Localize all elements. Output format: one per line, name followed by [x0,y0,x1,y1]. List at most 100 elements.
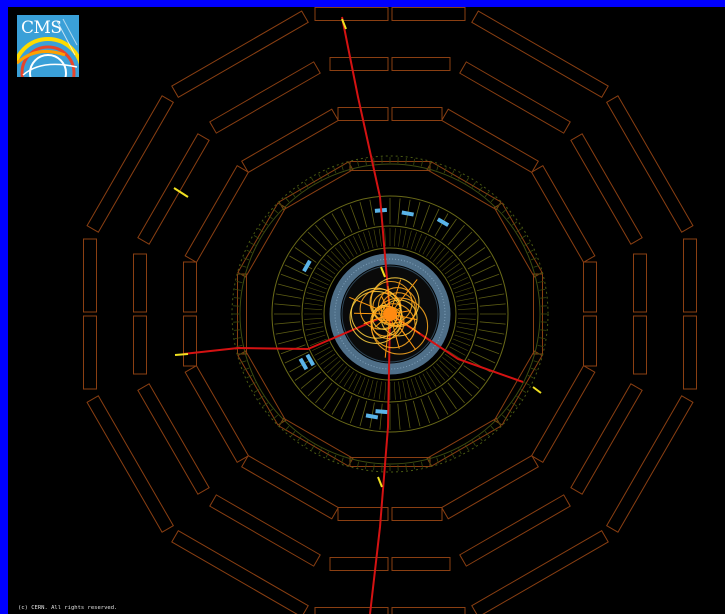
muon-chamber [530,165,596,263]
muon-chamber-segment [183,261,197,313]
coil-segment [443,454,447,461]
coil-segment [478,435,483,442]
ecal-segment [317,350,333,361]
coil-segment [511,221,518,226]
coil-segment [373,157,375,164]
ecal-segment [308,334,326,341]
coil-segment [533,265,540,268]
muon-chamber [171,529,309,614]
hcal-segment [434,391,449,415]
short-track [384,313,391,358]
muon-chamber-segment [459,494,571,567]
coil-segment [535,352,542,355]
hcal-segment [315,382,333,404]
ecal-segment [317,267,333,278]
hit-mark [377,476,383,488]
hcal-segment [369,199,375,226]
hcal-segment [307,231,327,251]
coil-segment [349,459,352,466]
muon-chamber-segment [441,454,539,520]
ecal-segment [327,254,341,268]
coil-segment [501,414,507,420]
hcal-segment [458,239,480,257]
ecal-segment [457,302,476,306]
coil-segment [443,167,447,174]
coil-segment [533,360,540,363]
ecal-segment [330,251,344,265]
muon-chamber-segment [391,107,443,121]
coil-segment [249,382,256,386]
ecal-segment [457,308,476,310]
hcal-ring [271,195,509,433]
muon-chamber-segment [314,607,389,614]
looping-track [371,297,429,355]
ecal-segment [304,322,323,326]
ecal-segment [363,378,370,396]
ecal-segment [384,228,386,247]
hcal-segment [476,283,503,292]
hcal-segment [478,329,505,335]
hit-mark [341,18,347,30]
hcal-segment [412,201,421,228]
coil-segment [490,425,496,431]
coil-segment [451,170,455,177]
muon-chamber-segment [391,507,443,521]
ecal-segment [402,380,407,399]
muon-chamber-segment [209,61,321,134]
ecal-segment [457,318,476,320]
ecal-segment [414,233,422,251]
hcal-segment [300,239,322,257]
muon-chamber [633,253,647,375]
muon-chamber [329,57,451,71]
muon-track [369,313,391,614]
ecal-segment [314,346,331,356]
coil-segment [539,289,546,291]
muon-chamber-segment [570,383,643,495]
hcal-segment [427,395,440,420]
coil-segment [527,249,534,253]
ecal-segment [456,297,475,302]
coil-segment [284,425,290,431]
ecal-segment [304,302,323,306]
ecal-segment [439,360,453,374]
muon-chamber-segment [583,261,597,313]
muon-chamber-segment [530,165,596,263]
hcal-outer-ring [239,163,541,465]
ecal-segment [373,380,378,399]
coil-segment [357,160,359,167]
ecal-segment [436,363,450,377]
coil-segment [501,208,507,214]
hcal-segment [340,395,353,420]
coil-segment [267,408,273,414]
coil-segment [421,461,423,468]
muon-chamber [137,383,210,495]
muon-chamber [337,107,443,121]
energy-deposit [375,409,388,415]
ecal-segment [398,228,402,247]
muon-chamber-segment [570,133,643,245]
hcal-segment [349,204,360,230]
muon-chamber-segment [391,607,466,614]
event-display-frame: CMS (c) CERN. All rights reserved. [8,7,725,614]
hcal-segment [307,377,327,397]
hcal-segment [294,365,317,381]
coil-segment [507,408,513,414]
ecal-segment [398,381,402,400]
coil-segment [458,173,462,180]
coil-segment [413,158,415,165]
coil-segment [325,170,329,177]
muon-chamber [86,395,175,533]
coil-segment [428,459,431,466]
interaction-vertex [383,307,397,321]
coil-segment [540,329,547,331]
muon-chamber [583,261,597,367]
coil-segment [478,186,483,193]
ecal-segment [426,241,437,257]
ecal-segment [327,360,341,374]
ecal-segment [451,342,468,351]
coil-segment [484,431,490,437]
muon-chamber-segment [171,529,309,614]
ecal-segment [429,244,441,260]
muon-chamber [605,395,694,533]
coil-segment [496,420,502,426]
